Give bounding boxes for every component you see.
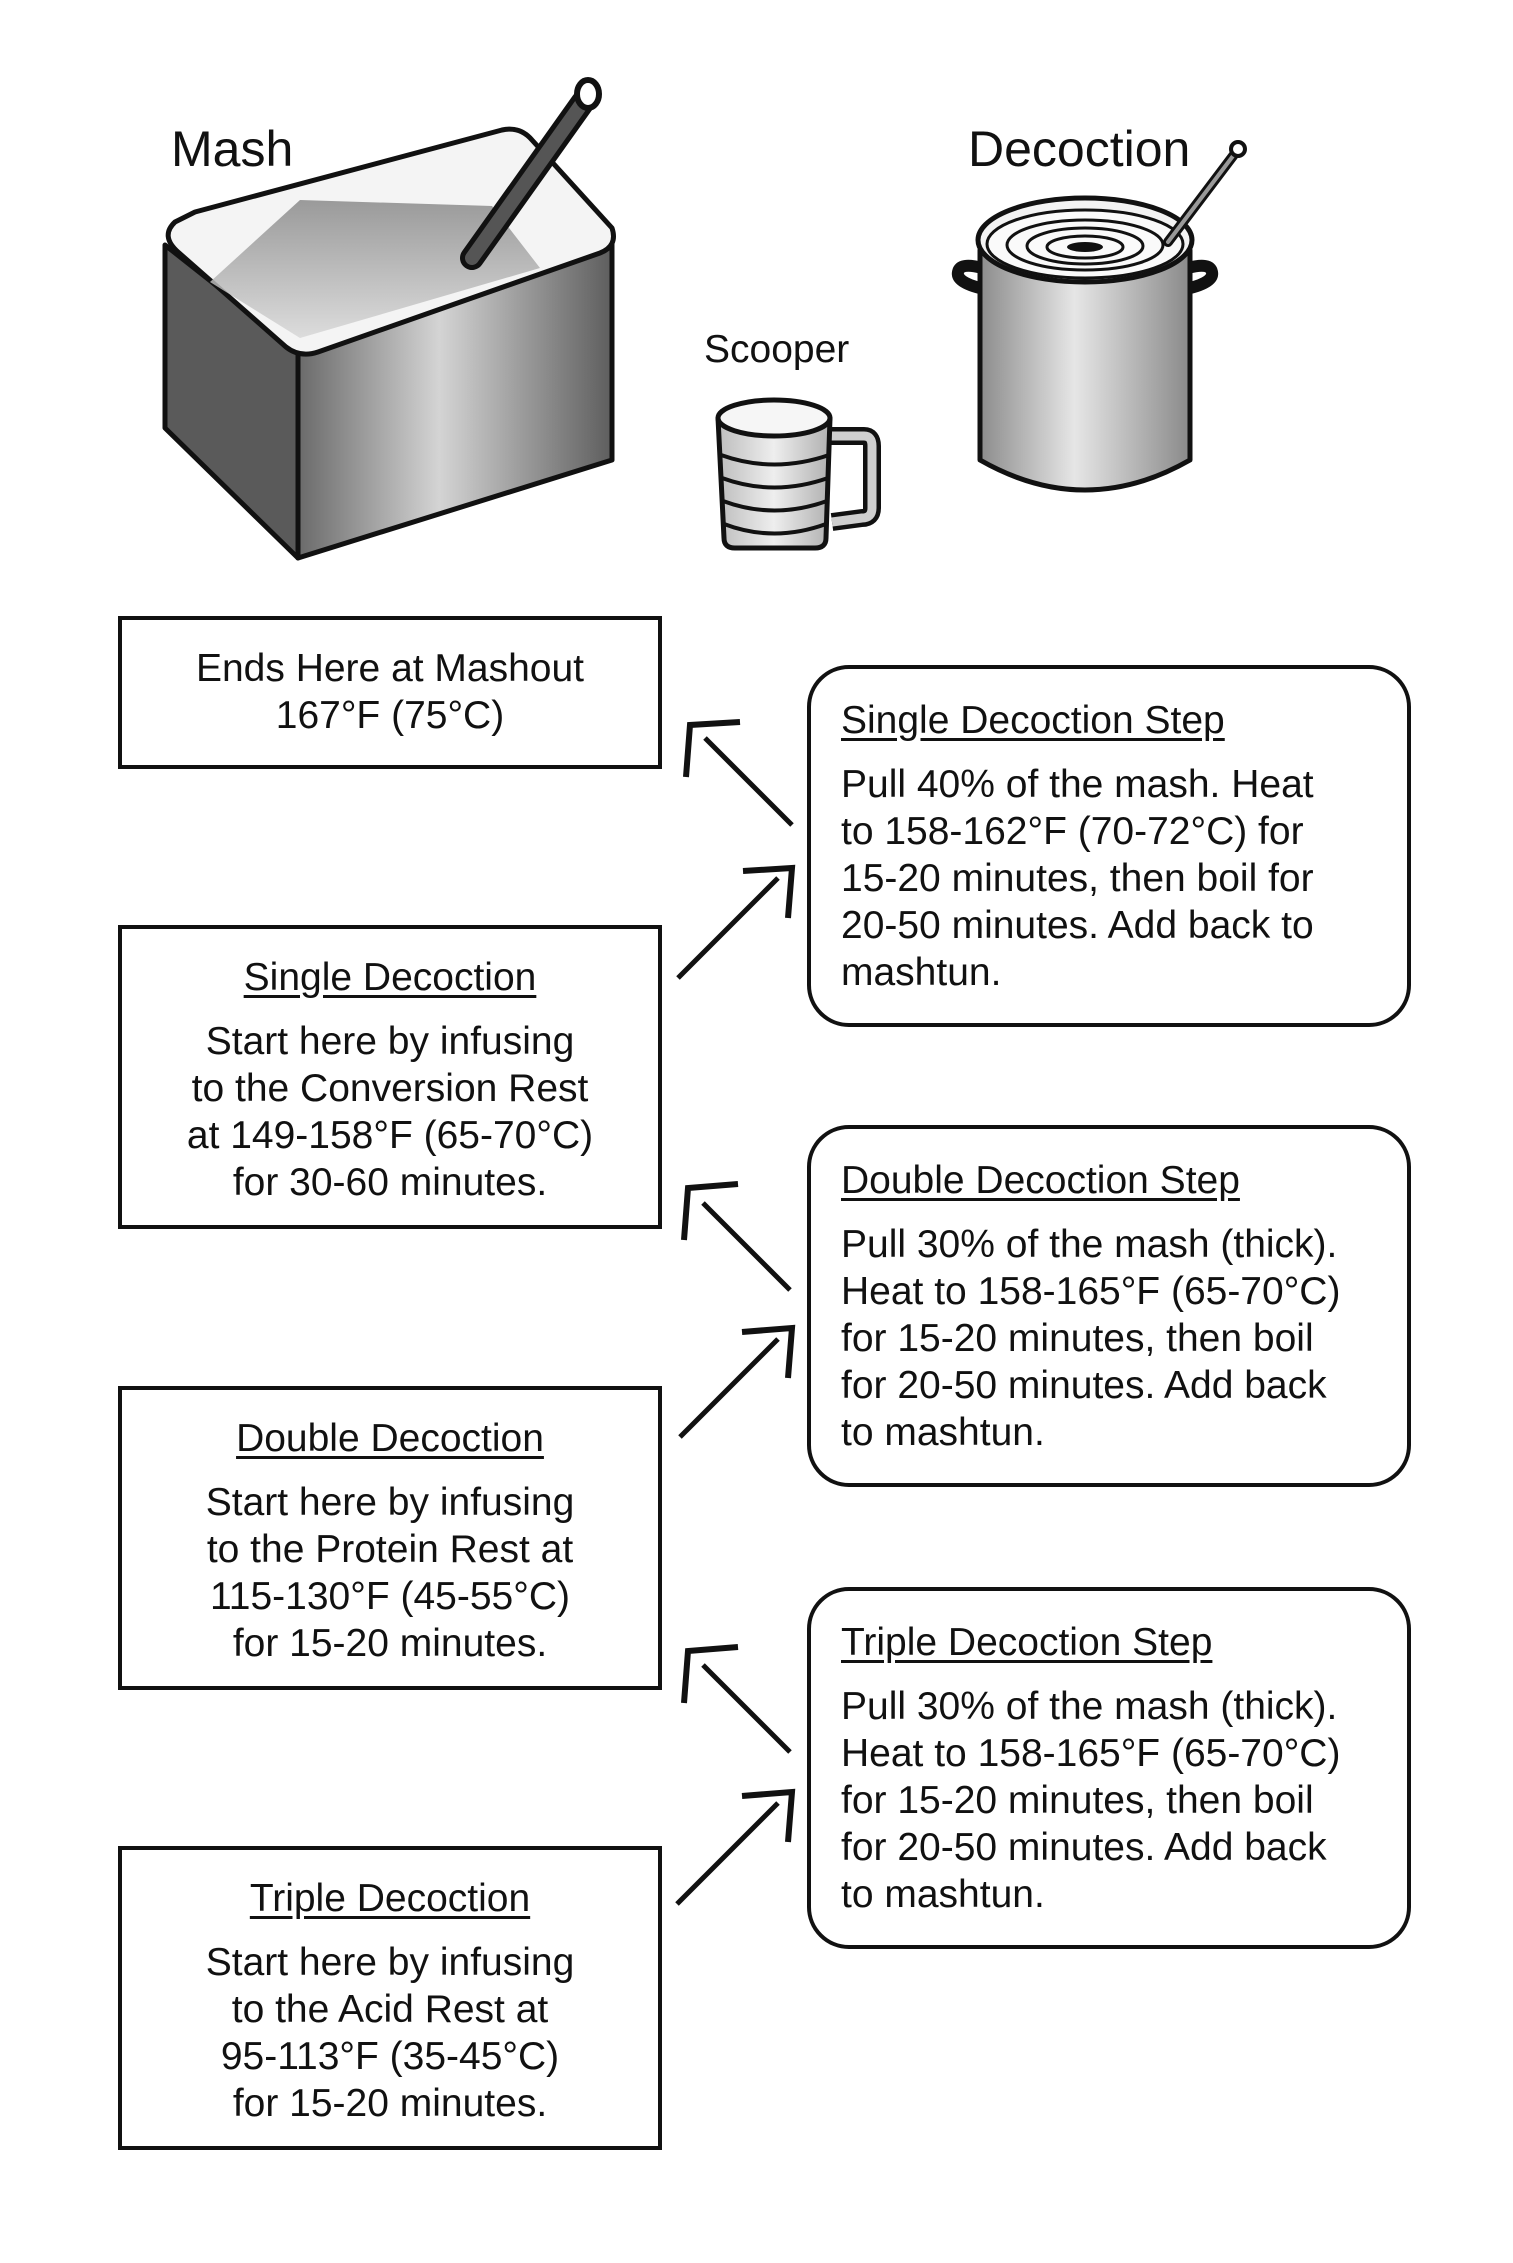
triple-decoction-title: Triple Decoction — [249, 1877, 531, 1920]
mashout-box: Ends Here at Mashout 167°F (75°C) — [118, 616, 662, 769]
arrow-up-right-icon — [678, 1324, 796, 1439]
single-step-line: Pull 40% of the mash. Heat — [841, 763, 1314, 806]
triple-step-line: for 15-20 minutes, then boil — [841, 1779, 1314, 1822]
triple-step-line: Pull 30% of the mash (thick). — [841, 1685, 1338, 1728]
mash-label: Mash — [171, 121, 294, 177]
mash-tun-icon — [162, 126, 616, 561]
arrow-up-left-icon — [681, 1644, 792, 1754]
mashout-line-2: 167°F (75°C) — [275, 694, 505, 737]
double-step-line: Pull 30% of the mash (thick). — [841, 1223, 1338, 1266]
single-decoction-line: at 149-158°F (65-70°C) — [186, 1114, 594, 1157]
double-step-line: for 20-50 minutes. Add back — [841, 1364, 1327, 1407]
single-decoction-line: Start here by infusing — [205, 1020, 575, 1063]
arrow-up-left-icon — [681, 1181, 792, 1292]
decoction-label: Decoction — [968, 121, 1191, 177]
triple-decoction-line: for 15-20 minutes. — [232, 2082, 548, 2125]
double-decoction-step-box: Double Decoction Step Pull 30% of the ma… — [807, 1125, 1411, 1487]
triple-step-line: to mashtun. — [841, 1873, 1045, 1916]
arrow-up-right-icon — [676, 864, 796, 980]
triple-decoction-line: to the Acid Rest at — [231, 1988, 549, 2031]
triple-decoction-line: 95-113°F (35-45°C) — [220, 2035, 560, 2078]
equipment-illustration — [162, 77, 1247, 561]
double-decoction-title: Double Decoction — [236, 1417, 544, 1460]
double-decoction-line: to the Protein Rest at — [206, 1528, 574, 1571]
arrow-up-right-icon — [675, 1788, 796, 1906]
mashout-line-1: Ends Here at Mashout — [195, 647, 585, 690]
triple-decoction-step-title: Triple Decoction Step — [841, 1621, 1213, 1664]
scooper-icon — [715, 397, 881, 551]
double-decoction-line: Start here by infusing — [205, 1481, 575, 1524]
single-step-line: mashtun. — [841, 951, 1002, 994]
single-decoction-step-box: Single Decoction Step Pull 40% of the ma… — [807, 665, 1411, 1027]
single-step-line: 15-20 minutes, then boil for — [841, 857, 1314, 900]
single-step-line: 20-50 minutes. Add back to — [841, 904, 1314, 947]
single-decoction-line: for 30-60 minutes. — [232, 1161, 548, 1204]
double-step-line: Heat to 158-165°F (65-70°C) — [841, 1270, 1341, 1313]
double-step-line: for 15-20 minutes, then boil — [841, 1317, 1314, 1360]
scooper-label: Scooper — [704, 328, 850, 371]
single-step-line: to 158-162°F (70-72°C) for — [841, 810, 1304, 853]
single-decoction-box: Single Decoction Start here by infusing … — [118, 925, 662, 1229]
triple-step-line: for 20-50 minutes. Add back — [841, 1826, 1327, 1869]
decoction-pot-icon — [951, 140, 1247, 493]
double-decoction-box: Double Decoction Start here by infusing … — [118, 1386, 662, 1690]
triple-step-line: Heat to 158-165°F (65-70°C) — [841, 1732, 1341, 1775]
double-decoction-line: 115-130°F (45-55°C) — [210, 1575, 570, 1618]
spoon-icon — [460, 77, 602, 270]
double-step-line: to mashtun. — [841, 1411, 1045, 1454]
double-decoction-line: for 15-20 minutes. — [232, 1622, 548, 1665]
single-decoction-step-title: Single Decoction Step — [841, 699, 1225, 742]
triple-decoction-step-box: Triple Decoction Step Pull 30% of the ma… — [807, 1587, 1411, 1949]
single-decoction-title: Single Decoction — [243, 956, 537, 999]
arrow-up-left-icon — [683, 719, 794, 827]
double-decoction-step-title: Double Decoction Step — [841, 1159, 1240, 1202]
triple-decoction-box: Triple Decoction Start here by infusing … — [118, 1846, 662, 2150]
triple-decoction-line: Start here by infusing — [205, 1941, 575, 1984]
single-decoction-line: to the Conversion Rest — [191, 1067, 589, 1110]
